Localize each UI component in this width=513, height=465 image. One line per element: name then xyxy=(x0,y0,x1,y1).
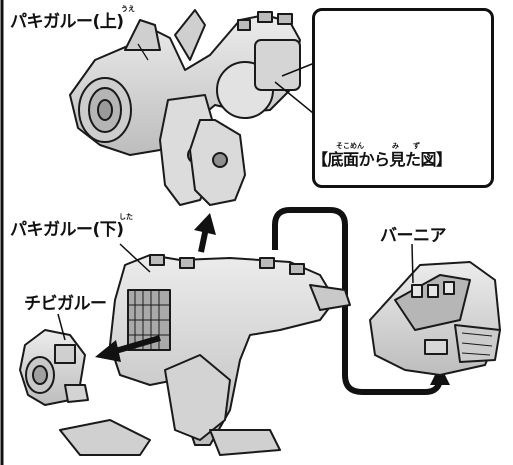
inset-caption: 【底面から見た図】 xyxy=(312,150,452,169)
arrow-up-icon xyxy=(194,213,216,253)
chibigaroo-figure xyxy=(19,329,89,406)
bottom-view-inset xyxy=(312,8,494,188)
arrow-left-icon xyxy=(95,335,161,362)
pakigaroo-upper-figure xyxy=(69,9,301,206)
label-chibigaroo: チビガルー xyxy=(24,294,107,314)
label-vernier: バーニア xyxy=(380,226,447,246)
label-pakigaroo-upper: パキガルー(上) xyxy=(10,12,124,32)
lower-ruby: した xyxy=(119,213,133,221)
inset-ruby: そこめん み ず xyxy=(336,142,420,150)
pakigaroo-lower-figure xyxy=(59,254,351,456)
upper-ruby: うえ xyxy=(121,5,135,13)
vernier-figure xyxy=(369,261,501,376)
label-pakigaroo-lower: パキガルー(下) xyxy=(10,220,124,240)
